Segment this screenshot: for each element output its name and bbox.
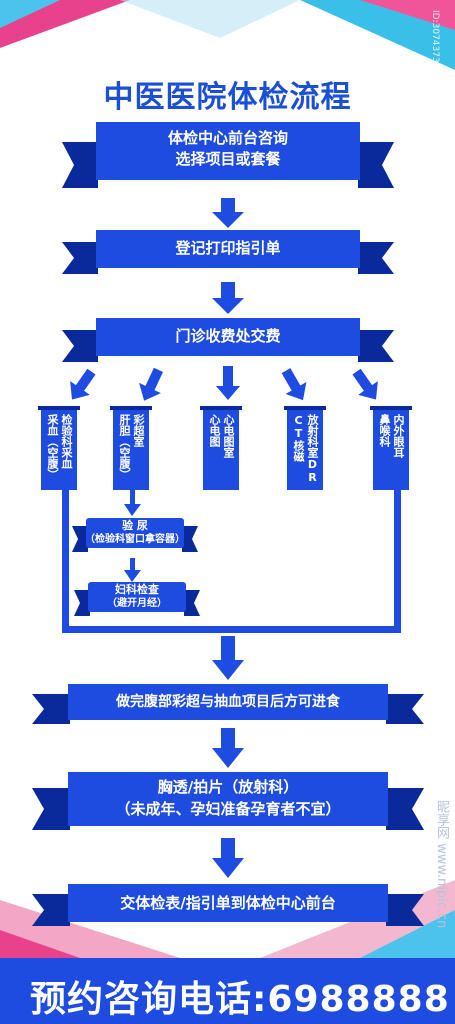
gyn-exam-box: 妇科检查 （避开月经） (72, 580, 202, 620)
dept-lab-flag: 检验科采血采血（空腹） (38, 406, 80, 490)
dept-ultrasound-flag: 彩超室肝胆（空腹） (110, 406, 152, 490)
step-consult-banner: 体检中心前台咨询 选择项目或套餐 (58, 118, 398, 196)
urine-test-label: 验 尿 (122, 519, 148, 532)
phone-label: 预约咨询电话:6988888 (30, 979, 450, 1020)
flow-connectors (62, 198, 401, 878)
dept-ecg-text-1: 心电图室 (222, 414, 235, 458)
step-xray-line1: 胸透/拍片（放射科） (157, 778, 299, 796)
gyn-exam-note: （避开月经） (107, 598, 167, 609)
step-payment-banner: 门诊收费处交费 (58, 316, 398, 366)
page-title: 中医医院体检流程 (103, 80, 352, 115)
dept-lab-text-1: 检验科采血 (60, 414, 73, 469)
step-register-banner: 登记打印指引单 (58, 228, 398, 278)
step-return-label: 交体检表/指引单到体检中心前台 (120, 894, 336, 912)
dept-ent-flag: 内外眼耳鼻喉科 (370, 406, 412, 490)
step-consult-line1: 体检中心前台咨询 (167, 129, 288, 147)
step-eat-label: 做完腹部彩超与抽血项目后方可进食 (116, 694, 340, 710)
dept-ecg-text-2: 心电图 (208, 414, 221, 447)
step-consult-line2: 选择项目或套餐 (175, 150, 281, 168)
image-id-watermark: ID:30743736 NO:20220314055903208121 (430, 10, 440, 203)
step-return-banner: 交体检表/指引单到体检中心前台 (28, 882, 428, 930)
step-xray-line2: （未成年、孕妇准备孕育者不宜） (115, 800, 341, 818)
dept-ultrasound-text-1: 彩超室 (132, 414, 145, 447)
urine-test-box: 验 尿 （检验科窗口拿容器） (70, 516, 200, 556)
dept-lab-text-2: 采血（空腹） (46, 414, 59, 480)
footer-bar: 预约咨询电话:6988888 (0, 958, 455, 1024)
dept-ent-text-2: 鼻喉科 (378, 414, 391, 447)
step-xray-banner: 胸透/拍片（放射科） （未成年、孕妇准备孕育者不宜） (28, 770, 428, 834)
dept-radiology-text-1: 放射科室DR (306, 414, 319, 484)
dept-radiology-text-2: CT核磁 (292, 414, 305, 462)
step-eat-banner: 做完腹部彩超与抽血项目后方可进食 (28, 682, 428, 728)
step-register-label: 登记打印指引单 (175, 239, 281, 257)
gyn-exam-label: 妇科检查 (115, 583, 159, 596)
urine-test-note: （检验科窗口拿容器） (85, 534, 185, 545)
site-watermark: 昵享网 www.nipic.cn (434, 800, 449, 929)
step-payment-label: 门诊收费处交费 (175, 327, 281, 345)
dept-ent-text-1: 内外眼耳 (392, 414, 405, 458)
dept-ultrasound-text-2: 肝胆（空腹） (118, 414, 131, 480)
dept-ecg-flag: 心电图室心电图 (200, 406, 242, 490)
